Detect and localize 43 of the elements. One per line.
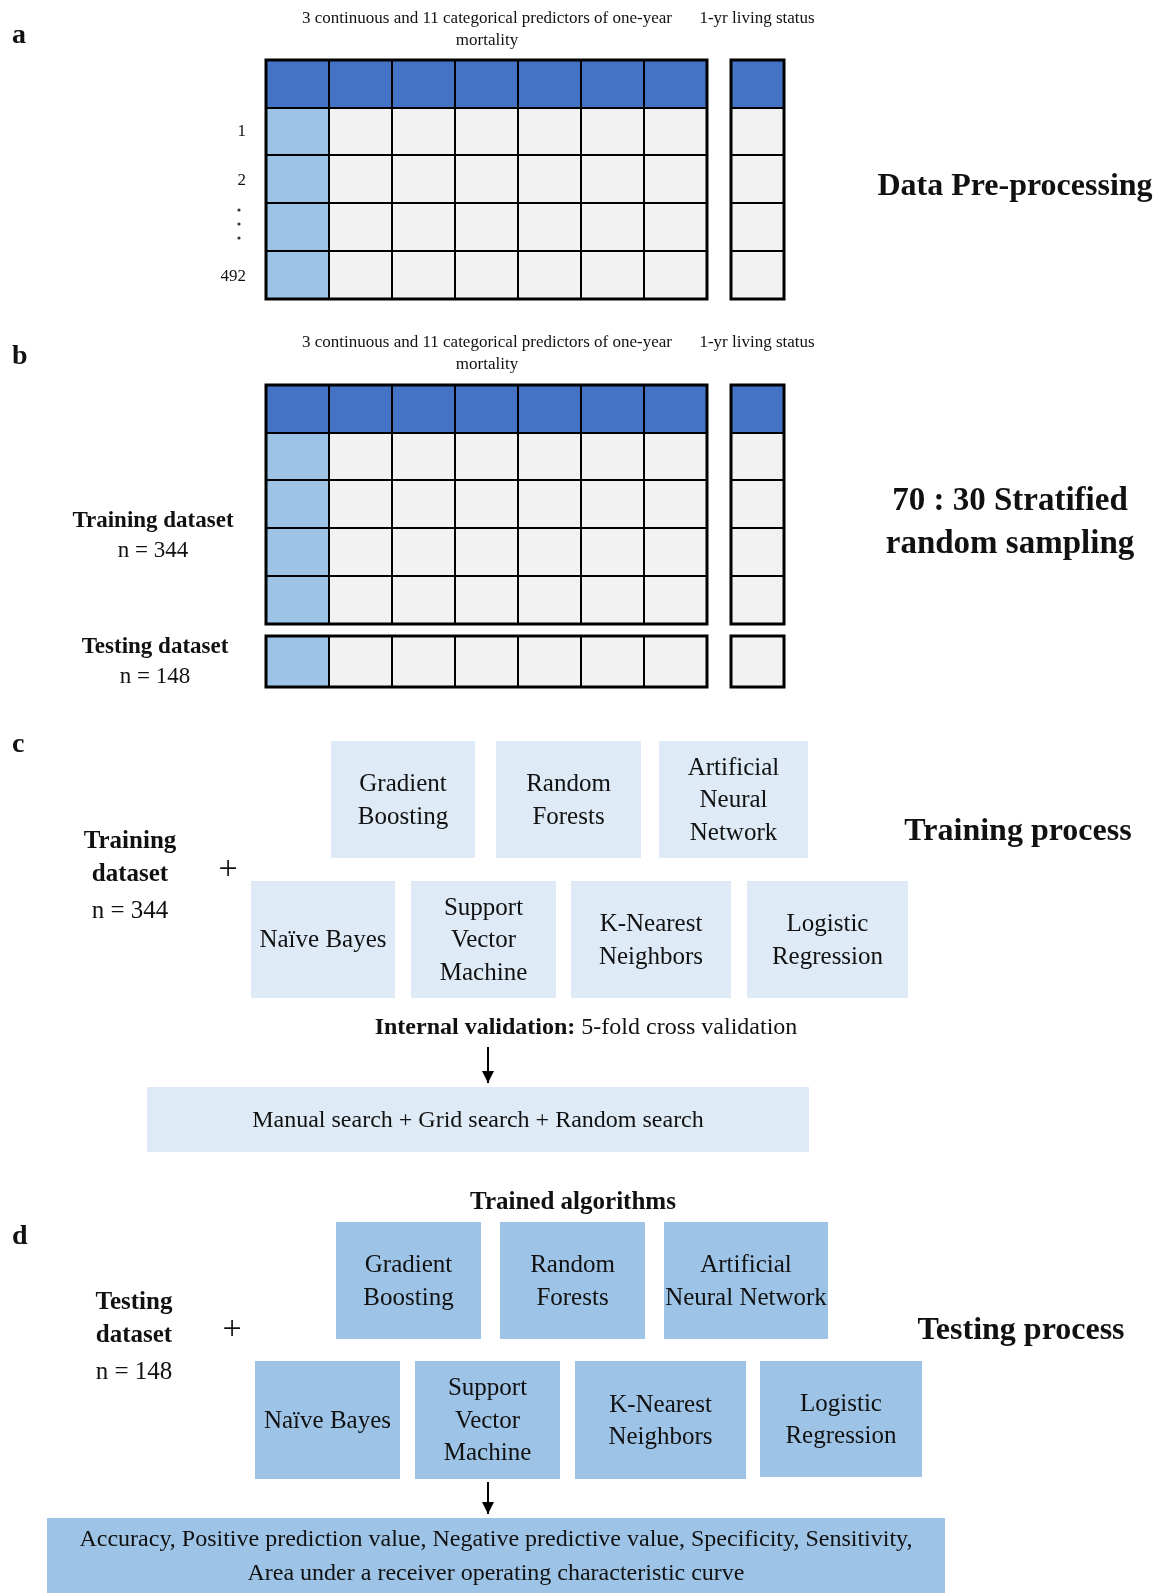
algorithm-box: Support Vector Machine xyxy=(411,881,556,998)
plus-sign: + xyxy=(218,849,238,886)
algorithm-box: Support Vector Machine xyxy=(415,1361,560,1479)
algorithm-box: Naïve Bayes xyxy=(255,1361,400,1479)
group-heading: Trained algorithms xyxy=(470,1187,676,1214)
arrow xyxy=(482,1481,494,1515)
algorithm-box: K-Nearest Neighbors xyxy=(571,881,731,998)
sample-size: n = 344 xyxy=(117,537,189,562)
algorithm-box: Logistic Regression xyxy=(760,1361,922,1477)
arrow xyxy=(482,1046,494,1084)
row-number: 1 xyxy=(237,121,246,140)
algorithm-box: Random Forests xyxy=(496,741,641,858)
algorithm-box: Naïve Bayes xyxy=(251,881,395,998)
panel-letter: a xyxy=(12,18,26,49)
validation-note: Internal validation: 5-fold cross validation xyxy=(374,1012,798,1042)
step-title: 70 : 30 Stratified random sampling xyxy=(885,481,1135,560)
panel-letter: b xyxy=(12,339,28,370)
row-number: 492 xyxy=(220,266,246,285)
step-title: Training process xyxy=(904,811,1132,847)
algorithm-box: Gradient Boosting xyxy=(336,1222,481,1339)
column-header: 1-yr living status xyxy=(699,332,815,351)
algorithm-box: Artificial Neural Network xyxy=(664,1222,828,1339)
column-header: 3 continuous and 11 categorical predictors of one-year mortality xyxy=(302,332,672,374)
step-title: Data Pre-processing xyxy=(877,166,1153,202)
plus-sign: + xyxy=(222,1309,242,1346)
algorithm-box: Random Forests xyxy=(500,1222,645,1339)
algorithm-box: Logistic Regression xyxy=(747,881,908,998)
sample-size: n = 148 xyxy=(119,663,191,688)
column-header: 1-yr living status xyxy=(699,8,815,27)
dataset-label: Testing dataset xyxy=(81,633,229,658)
algorithm-box: Artificial Neural Network xyxy=(659,741,808,858)
algorithm-box: K-Nearest Neighbors xyxy=(575,1361,746,1479)
sample-size: n = 148 xyxy=(95,1357,173,1384)
algorithm-box: Gradient Boosting xyxy=(331,741,475,858)
row-number: 2 xyxy=(237,170,246,189)
metrics-box: Accuracy, Positive prediction value, Negative predictive value, Specificity, Sensitivity, Area under a receiver operating characteristic curve xyxy=(47,1518,945,1593)
search-box: Manual search + Grid search + Random search xyxy=(147,1087,809,1152)
sample-size: n = 344 xyxy=(91,896,169,923)
column-header: 3 continuous and 11 categorical predictors of one-year mortality xyxy=(302,8,672,50)
step-title: Testing process xyxy=(917,1310,1125,1346)
dataset-label: Training dataset xyxy=(72,507,234,532)
panel-letter: d xyxy=(12,1219,28,1250)
panel-letter: c xyxy=(12,727,25,758)
